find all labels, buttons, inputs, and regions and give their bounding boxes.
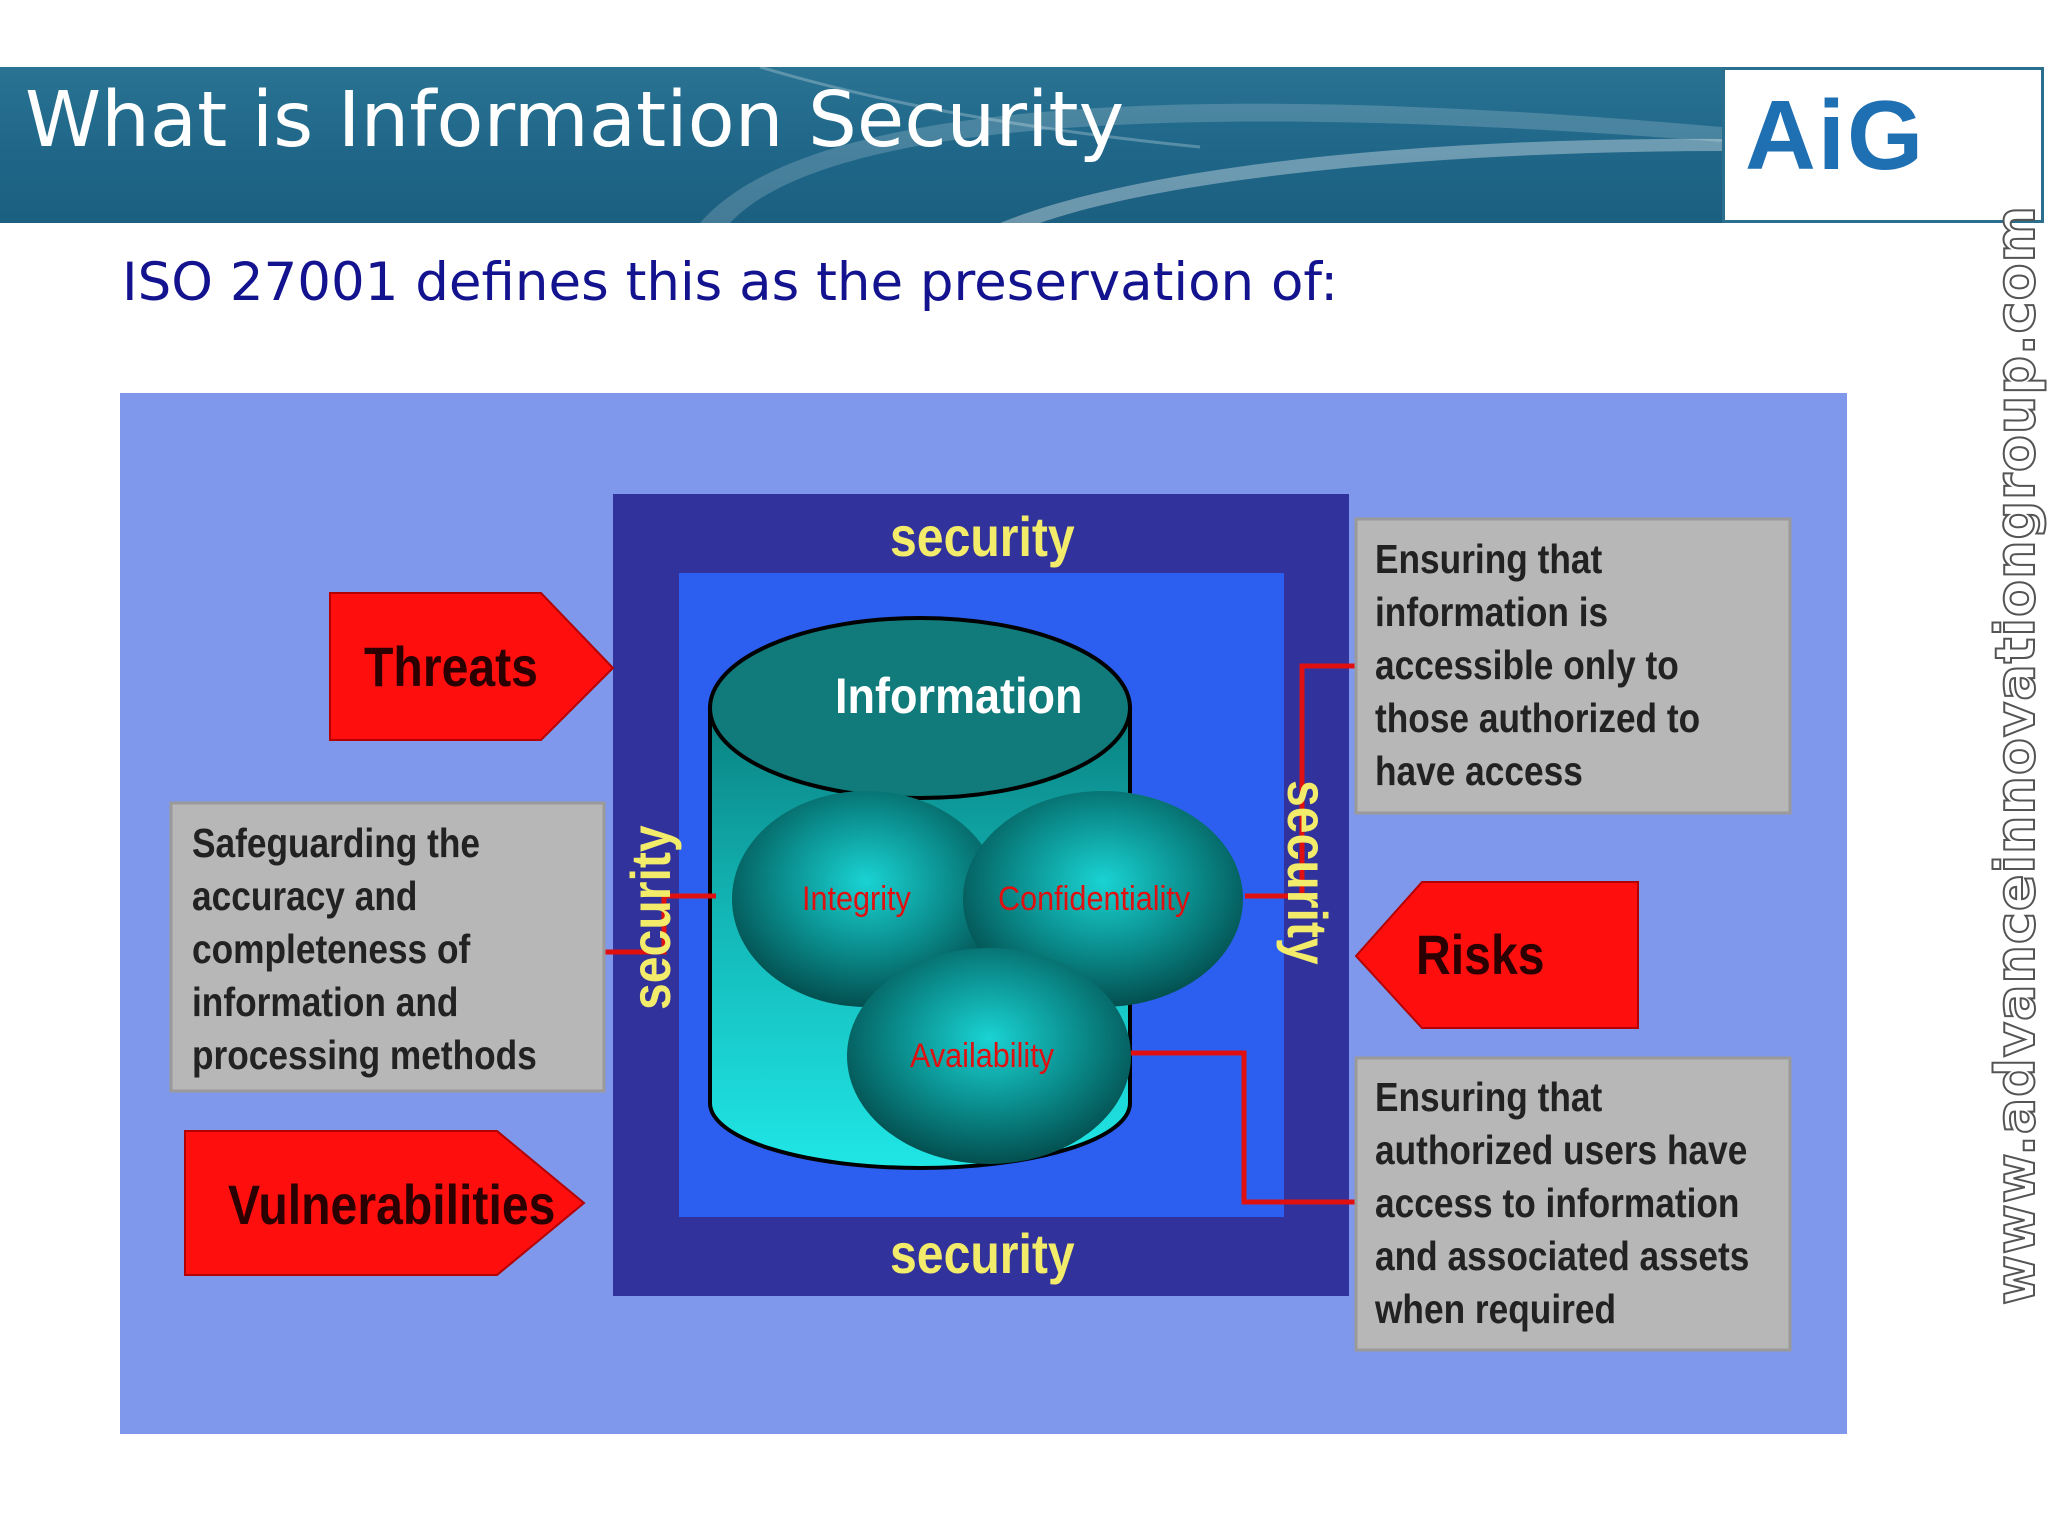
availability-def-line: and associated assets bbox=[1375, 1233, 1750, 1279]
confidentiality-label: Confidentiality bbox=[998, 880, 1191, 918]
risks-label: Risks bbox=[1416, 923, 1545, 986]
logo bbox=[1722, 67, 2044, 223]
security-label-bottom: security bbox=[890, 1222, 1075, 1285]
security-label-left: security bbox=[619, 825, 682, 1010]
security-diagram: security security security security Info… bbox=[120, 393, 1847, 1434]
confidentiality-def-line: information is bbox=[1375, 589, 1609, 635]
threats-arrow bbox=[329, 592, 615, 741]
subtitle: ISO 27001 defines this as the preservati… bbox=[122, 252, 1339, 313]
confidentiality-def-line: have access bbox=[1375, 748, 1583, 794]
integrity-def-line: processing methods bbox=[192, 1032, 537, 1078]
confidentiality-def-line: accessible only to bbox=[1375, 642, 1679, 688]
website-url: www.advanceinnovationgroup.com bbox=[1983, 204, 2048, 1306]
availability-definition: Ensuring that authorized users have acce… bbox=[1375, 1071, 1749, 1336]
availability-label: Availability bbox=[910, 1037, 1055, 1075]
connector-lines bbox=[604, 663, 1356, 1205]
availability-def-line: when required bbox=[1375, 1286, 1616, 1332]
integrity-def-line: Safeguarding the bbox=[192, 820, 480, 866]
confidentiality-sphere bbox=[963, 791, 1243, 1007]
integrity-def-line: information and bbox=[192, 979, 459, 1025]
title-banner bbox=[0, 67, 1722, 223]
availability-def-line: Ensuring that bbox=[1375, 1074, 1603, 1120]
risks-arrow bbox=[1354, 881, 1639, 1029]
availability-def-line: access to information bbox=[1375, 1180, 1740, 1226]
threats-label: Threats bbox=[364, 635, 538, 698]
availability-def-line: authorized users have bbox=[1375, 1127, 1748, 1173]
security-label-right: security bbox=[1276, 780, 1339, 965]
confidentiality-def-line: those authorized to bbox=[1375, 695, 1701, 741]
banner-swoosh bbox=[700, 67, 1722, 223]
logo-text: AiG bbox=[1745, 80, 1926, 190]
integrity-sphere bbox=[732, 791, 1000, 1007]
confidentiality-def-line: Ensuring that bbox=[1375, 536, 1603, 582]
integrity-definition-box bbox=[169, 801, 606, 1093]
integrity-label: Integrity bbox=[802, 880, 911, 918]
confidentiality-definition: Ensuring that information is accessible … bbox=[1375, 533, 1700, 798]
information-label: Information bbox=[835, 668, 1083, 724]
confidentiality-definition-box bbox=[1354, 517, 1792, 815]
integrity-def-line: completeness of bbox=[192, 926, 471, 972]
availability-sphere bbox=[847, 948, 1131, 1164]
security-label-top: security bbox=[890, 505, 1075, 568]
integrity-definition: Safeguarding the accuracy and completene… bbox=[192, 817, 537, 1082]
page-title: What is Information Security bbox=[25, 76, 1125, 165]
integrity-def-line: accuracy and bbox=[192, 873, 418, 919]
vulnerabilities-label: Vulnerabilities bbox=[228, 1173, 556, 1236]
diagram-graphics bbox=[169, 494, 1792, 1352]
vulnerabilities-arrow bbox=[184, 1130, 586, 1276]
availability-definition-box bbox=[1354, 1056, 1792, 1352]
